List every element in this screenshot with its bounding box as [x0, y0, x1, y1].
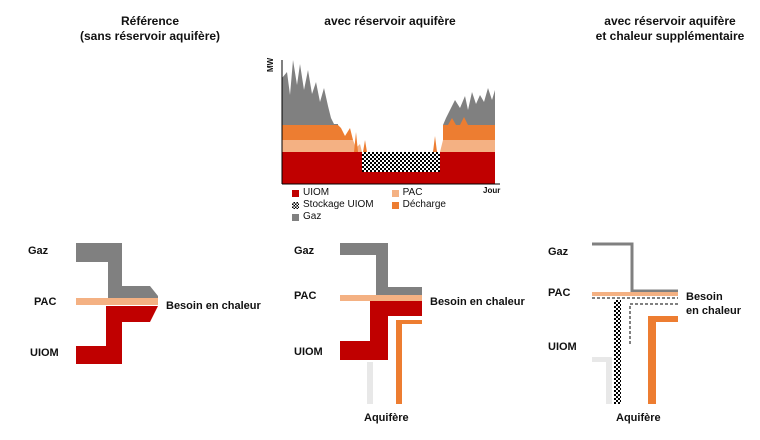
ext-storage-flow [614, 300, 621, 404]
title-aquifer-extra: avec réservoir aquifère et chaleur suppl… [580, 14, 760, 44]
aq-pac-flow [340, 295, 422, 301]
aq-label-gas: Gaz [294, 245, 315, 257]
load-chart [281, 60, 500, 185]
ext-pac-flow [592, 292, 678, 296]
legend-swatch-discharge [391, 201, 399, 209]
ext-label-gas: Gaz [548, 246, 569, 258]
ext-storage-light-vertical [606, 362, 612, 404]
aq-discharge-flow [396, 320, 422, 404]
chart-gas-area [282, 60, 495, 125]
ext-label-pac: PAC [548, 287, 571, 299]
chart-pac-area [282, 140, 495, 152]
legend-swatch-gas [292, 213, 299, 221]
title-aquifer-extra-line2: et chaleur supplémentaire [595, 29, 745, 43]
legend-swatch-pac [391, 189, 399, 197]
ref-label-pac: PAC [34, 296, 57, 308]
legend-label-storage: Stockage UIOM [303, 199, 374, 210]
title-reference-line2: (sans réservoir aquifère) [79, 29, 221, 43]
ext-label-uiom: UIOM [548, 341, 577, 353]
chart-discharge-area [282, 117, 495, 140]
legend-item-discharge: Décharge [391, 199, 446, 211]
chart-legend: UIOM Stockage UIOM Gaz PAC Décharge [292, 187, 446, 223]
title-reference-line1: Référence [120, 14, 180, 28]
ext-gas-flow [592, 242, 678, 293]
legend-label-uiom: UIOM [303, 187, 330, 198]
ref-gas-flow [76, 243, 158, 298]
ext-storage-light-flow [592, 357, 612, 362]
ref-pac-flow [76, 298, 158, 305]
ext-label-demand-line1: Besoin [686, 291, 723, 303]
title-aquifer-extra-line1: avec réservoir aquifère [604, 14, 736, 28]
legend-item-uiom: UIOM [292, 187, 374, 199]
legend-swatch-storage [292, 201, 299, 209]
legend-item-pac: PAC [391, 187, 446, 199]
chart-ylabel: MW [266, 57, 275, 72]
diagram-aquifer-extra [592, 242, 678, 404]
legend-label-gas: Gaz [303, 211, 322, 222]
chart-uiom-area [282, 152, 495, 184]
ref-label-uiom: UIOM [30, 347, 59, 359]
ext-uiom-flow [592, 297, 678, 344]
ref-label-demand: Besoin en chaleur [166, 300, 261, 312]
aq-uiom-flow [340, 301, 422, 360]
aq-label-uiom: UIOM [294, 346, 323, 358]
legend-item-gas: Gaz [292, 211, 374, 223]
title-reference: Référence (sans réservoir aquifère) [60, 14, 240, 44]
legend-label-pac: PAC [402, 187, 423, 198]
aq-label-demand: Besoin en chaleur [430, 296, 525, 308]
legend-label-discharge: Décharge [402, 199, 446, 210]
ext-label-aquifer: Aquifère [616, 412, 661, 424]
aq-gas-flow [340, 243, 422, 296]
diagram-reference [76, 243, 158, 364]
chart-storage-area [362, 152, 440, 172]
ext-discharge-flow [648, 316, 678, 404]
chart-transition-spikes [354, 132, 437, 152]
title-aquifer: avec réservoir aquifère [324, 14, 456, 28]
ref-uiom-flow [76, 306, 158, 364]
ext-label-demand: Besoin en chaleur [686, 290, 741, 318]
ext-label-demand-line2: en chaleur [686, 305, 742, 317]
legend-item-storage: Stockage UIOM [292, 199, 374, 211]
aq-label-pac: PAC [294, 290, 317, 302]
aq-label-aquifer: Aquifère [364, 412, 409, 424]
ref-label-gas: Gaz [28, 245, 49, 257]
aq-storage-flow [367, 362, 373, 404]
chart-xlabel: Jour [483, 186, 501, 195]
diagram-aquifer [340, 243, 422, 404]
legend-swatch-uiom [292, 189, 299, 197]
